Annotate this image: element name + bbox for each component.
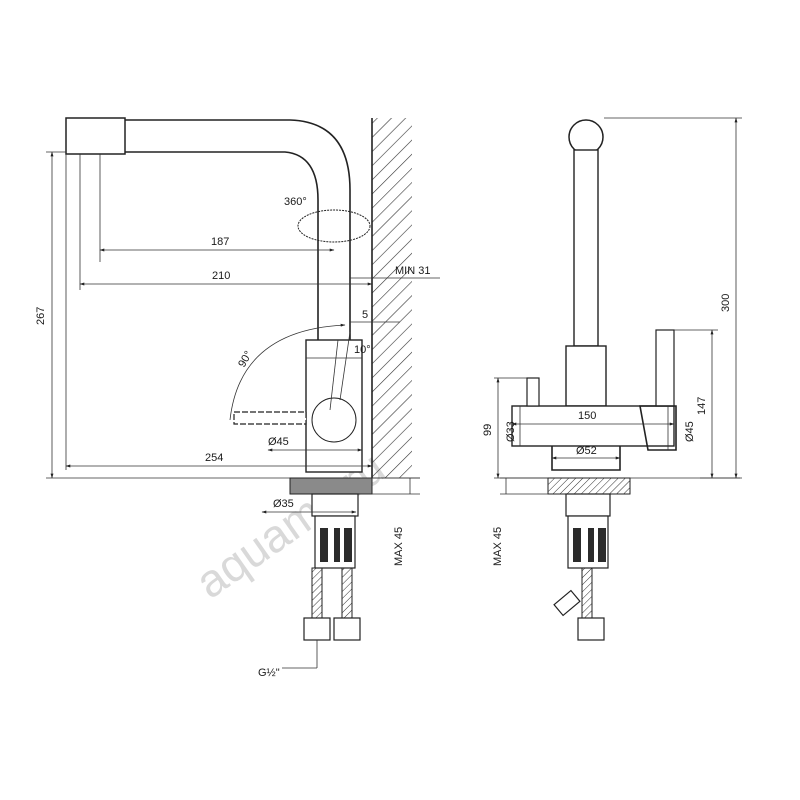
front-body-main: [511, 405, 675, 447]
hose-left: [311, 567, 323, 619]
front-hose-fitting: [577, 617, 605, 641]
side-view: 360° 90° 10° G½" 267 187: [35, 117, 440, 679]
mount-nut: [311, 493, 359, 517]
front-mount-nut: [565, 493, 611, 517]
max-right-label: MAX 45: [492, 527, 504, 566]
spout-top: [568, 119, 604, 155]
dim-210-label: 210: [212, 270, 230, 282]
mount-d35-label: Ø35: [273, 498, 294, 510]
hose-fitting-right: [333, 617, 361, 641]
cartridge-circle: [311, 397, 357, 443]
front-spout-tube: [573, 149, 599, 347]
spout-tube: [125, 119, 351, 340]
spout-head: [65, 117, 126, 155]
rotation-label: 360°: [284, 196, 307, 208]
d52-label: Ø52: [576, 445, 597, 457]
front-hose: [581, 567, 593, 619]
dim-187-label: 187: [211, 236, 229, 248]
front-view: 300 147 150 99 Ø33 Ø45 Ø52 MAX 45: [482, 117, 742, 641]
d33-label: Ø33: [505, 421, 517, 442]
offset-5-label: 5: [362, 309, 368, 321]
wall-min-label: MIN 31: [395, 265, 430, 277]
dim-147-label: 147: [696, 397, 708, 415]
filter-tap-left: [526, 377, 540, 407]
wall-hatch: [372, 118, 412, 478]
lever-handle: [233, 411, 307, 425]
front-handle-cap: [639, 405, 677, 451]
front-body-neck: [565, 345, 607, 407]
dim-254-label: 254: [205, 452, 223, 464]
dim-99-label: 99: [482, 424, 494, 436]
front-handle: [655, 329, 675, 407]
dim-150-label: 150: [578, 410, 596, 422]
dim-267-label: 267: [35, 307, 47, 325]
faucet-body: [305, 339, 363, 473]
max-left-label: MAX 45: [393, 527, 405, 566]
hose-right: [341, 567, 353, 619]
handle-angle-label: 90°: [236, 349, 255, 369]
counter-hatch: [289, 477, 373, 495]
rotation-ellipse: [297, 209, 371, 243]
front-counter-hatch: [547, 477, 631, 495]
tilt-angle-label: 10°: [354, 344, 371, 356]
dim-300-label: 300: [720, 294, 732, 312]
hose-fitting-left: [303, 617, 331, 641]
d45-right-label: Ø45: [684, 421, 696, 442]
thread-label: G½": [258, 667, 280, 679]
front-hose-angled: [553, 589, 581, 617]
handle-arc: [229, 323, 346, 421]
body-d45-left-label: Ø45: [268, 436, 289, 448]
